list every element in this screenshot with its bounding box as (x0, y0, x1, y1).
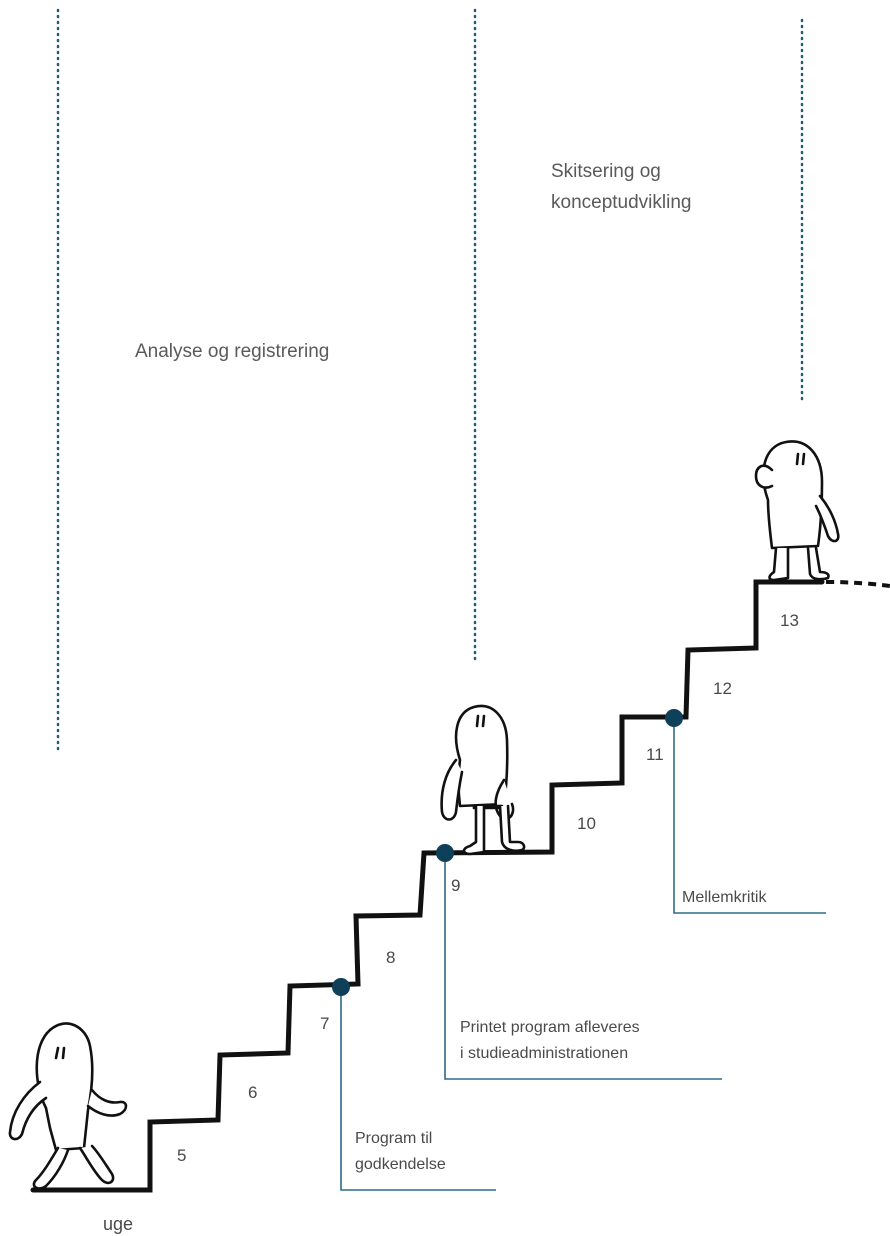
milestone-dot (436, 844, 454, 862)
week-number: 8 (386, 948, 395, 967)
walking-character-icon (8, 1022, 128, 1190)
axis-label-uge: uge (103, 1214, 133, 1234)
milestone-printed-program: Printet program afleveres i studieadmini… (436, 844, 722, 1080)
week-numbers: 5 6 7 8 9 10 11 12 13 (177, 611, 799, 1165)
milestone-dot (665, 709, 683, 727)
milestone-dot (332, 978, 350, 996)
milestone-midterm-critique: Mellemkritik (665, 709, 826, 914)
phase-label-analysis: Analyse og registrering (135, 341, 329, 362)
milestone-label-line: Program til (355, 1130, 432, 1147)
phase-dividers (56, 8, 804, 752)
milestone-leader-line (340, 995, 496, 1191)
phase-label-sketching-line1: Skitsering og (551, 161, 661, 182)
week-number: 9 (451, 876, 460, 895)
standing-character-icon (440, 704, 526, 856)
staircase (30, 579, 825, 1193)
week-number: 5 (177, 1146, 186, 1165)
milestone-label-line: Printet program afleveres (460, 1019, 640, 1036)
milestone-label: Printet program afleveres i studieadmini… (460, 1019, 644, 1062)
milestone-label-line: godkendelse (355, 1156, 446, 1173)
milestone-label: Mellemkritik (682, 889, 767, 906)
week-number: 12 (713, 679, 732, 698)
staircase-continuation (825, 580, 890, 588)
phase-label-sketching-line2: konceptudvikling (551, 192, 691, 213)
phase-label-sketching: Skitsering og konceptudvikling (551, 161, 691, 213)
week-number: 7 (320, 1014, 329, 1033)
milestone-leader-line (673, 725, 826, 914)
milestone-program-approval: Program til godkendelse (332, 978, 496, 1191)
week-number: 6 (248, 1083, 257, 1102)
milestone-label: Program til godkendelse (355, 1130, 446, 1173)
milestone-label-line: i studieadministrationen (460, 1045, 628, 1062)
week-number: 13 (780, 611, 799, 630)
week-number: 11 (646, 745, 664, 764)
week-number: 10 (577, 814, 596, 833)
milestone-leader-line (444, 860, 722, 1080)
thinking-character-icon (754, 440, 840, 582)
